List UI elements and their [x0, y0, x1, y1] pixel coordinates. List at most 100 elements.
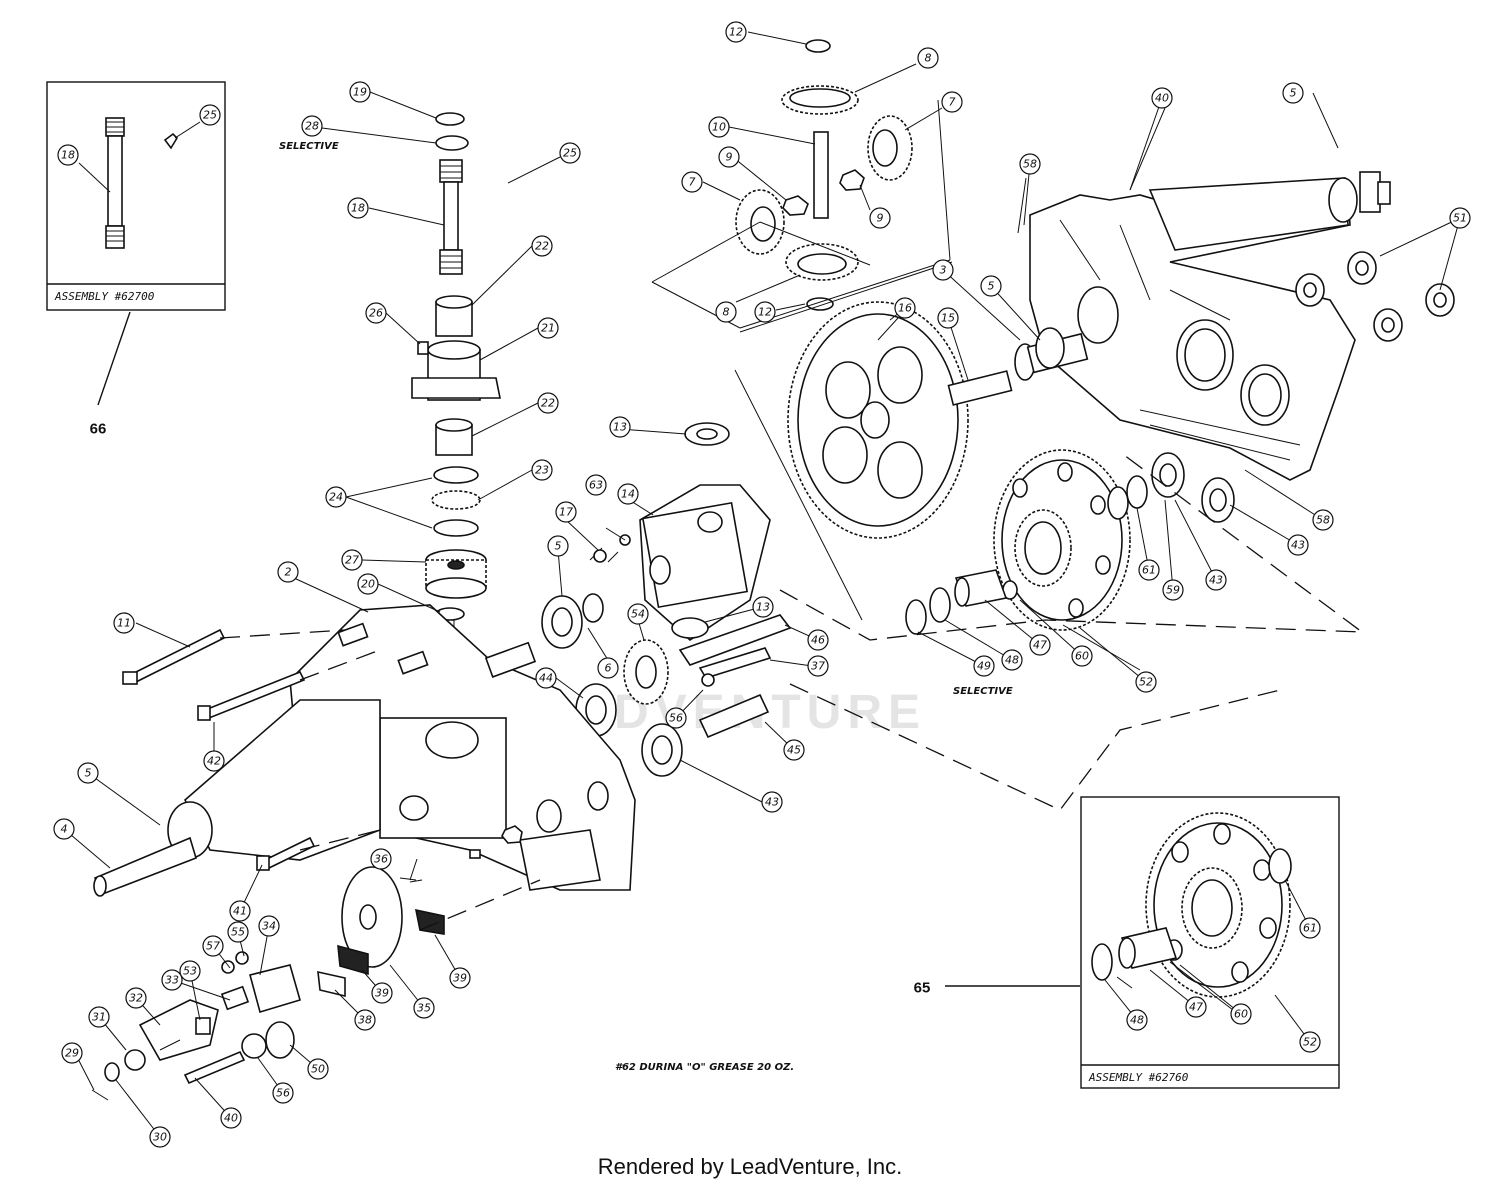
inset-assembly-62700: ASSEMBLY #62700 [46, 81, 226, 406]
callout-50: 50 [307, 1058, 329, 1080]
svg-text:18: 18 [351, 202, 365, 215]
svg-text:49: 49 [977, 660, 991, 673]
callout-52-a: 52 [1135, 671, 1157, 693]
callout-18-a: 18 [57, 144, 79, 166]
callout-56-b: 56 [272, 1082, 294, 1104]
ref-66: 66 [90, 421, 107, 438]
svg-text:6: 6 [605, 662, 612, 675]
callout-38: 38 [354, 1009, 376, 1031]
callout-6: 6 [597, 657, 619, 679]
svg-text:55: 55 [231, 926, 245, 939]
callout-55: 55 [227, 921, 249, 943]
svg-text:30: 30 [153, 1131, 167, 1144]
differential-gears [651, 39, 951, 329]
callout-5-b: 5 [980, 275, 1002, 297]
svg-text:40: 40 [224, 1112, 238, 1125]
svg-text:56: 56 [276, 1087, 290, 1100]
callout-39-b: 39 [371, 982, 393, 1004]
callout-43-a: 43 [1205, 569, 1227, 591]
note-grease: #62 DURINA "O" GREASE 20 OZ. [615, 1062, 794, 1073]
callout-58-b: 58 [1312, 509, 1334, 531]
svg-text:31: 31 [92, 1011, 106, 1024]
svg-text:42: 42 [207, 755, 221, 768]
callout-23: 23 [531, 459, 553, 481]
callout-48-b: 48 [1126, 1009, 1148, 1031]
callout-53: 53 [179, 960, 201, 982]
callout-22-b: 22 [537, 392, 559, 414]
callout-7-a: 7 [941, 91, 963, 113]
callout-17: 17 [555, 501, 577, 523]
svg-text:28: 28 [305, 120, 319, 133]
callout-27: 27 [341, 549, 363, 571]
callout-25-a: 25 [199, 104, 221, 126]
svg-text:47: 47 [1189, 1001, 1203, 1014]
callout-63: 63 [585, 474, 607, 496]
svg-text:10: 10 [712, 121, 726, 134]
svg-text:41: 41 [233, 905, 247, 918]
callout-35: 35 [413, 997, 435, 1019]
callout-39-a: 39 [449, 967, 471, 989]
callout-28: 28 [301, 115, 323, 137]
svg-text:29: 29 [65, 1047, 79, 1060]
footer-credit: Rendered by LeadVenture, Inc. [597, 1154, 903, 1179]
callout-4: 4 [53, 818, 75, 840]
callout-59: 59 [1162, 579, 1184, 601]
callout-33: 33 [161, 969, 183, 991]
note-selective-upper: SELECTIVE [279, 141, 339, 152]
callout-46: 46 [807, 629, 829, 651]
inset-assembly-62760: ASSEMBLY #62760 [945, 796, 1340, 1089]
svg-text:47: 47 [1033, 639, 1047, 652]
svg-text:48: 48 [1005, 654, 1019, 667]
callout-44: 44 [535, 667, 557, 689]
svg-text:20: 20 [361, 578, 375, 591]
svg-text:15: 15 [941, 312, 955, 325]
svg-text:14: 14 [621, 488, 635, 501]
svg-text:5: 5 [988, 280, 995, 293]
input-shaft-stack [411, 112, 501, 740]
svg-text:4: 4 [61, 823, 68, 836]
svg-text:3: 3 [940, 264, 947, 277]
svg-text:12: 12 [758, 306, 772, 319]
callout-42: 42 [203, 750, 225, 772]
svg-text:54: 54 [631, 608, 645, 621]
nuts-51 [1295, 251, 1455, 342]
svg-text:8: 8 [925, 52, 932, 65]
callout-5-d: 5 [77, 762, 99, 784]
callout-12-b: 12 [754, 301, 776, 323]
svg-text:2: 2 [285, 566, 292, 579]
callout-58-a: 58 [1019, 153, 1041, 175]
svg-text:39: 39 [375, 987, 389, 1000]
callout-8-a: 8 [917, 47, 939, 69]
svg-text:25: 25 [203, 109, 217, 122]
svg-text:23: 23 [535, 464, 549, 477]
callout-45: 45 [783, 739, 805, 761]
callout-22-a: 22 [531, 235, 553, 257]
mid-case-14 [541, 422, 792, 777]
left-housing [93, 604, 636, 897]
svg-text:37: 37 [811, 660, 825, 673]
svg-text:40: 40 [1155, 92, 1169, 105]
assembly-guide-lines [219, 261, 1365, 931]
callout-21: 21 [537, 317, 559, 339]
svg-text:59: 59 [1166, 584, 1180, 597]
svg-text:36: 36 [374, 853, 388, 866]
svg-text:34: 34 [262, 920, 276, 933]
callout-61-a: 61 [1138, 559, 1160, 581]
callout-41: 41 [229, 900, 251, 922]
callout-7-b: 7 [681, 171, 703, 193]
callout-30: 30 [149, 1126, 171, 1148]
svg-text:9: 9 [726, 151, 733, 164]
callout-10: 10 [708, 116, 730, 138]
callout-31: 31 [88, 1006, 110, 1028]
callout-29: 29 [61, 1042, 83, 1064]
svg-text:51: 51 [1453, 212, 1467, 225]
callout-56-a: 56 [665, 707, 687, 729]
svg-text:19: 19 [353, 86, 367, 99]
svg-text:60: 60 [1234, 1008, 1248, 1021]
callout-40: 40 [220, 1107, 242, 1129]
callout-36: 36 [370, 848, 392, 870]
callout-43-b: 43 [1287, 534, 1309, 556]
callout-54: 54 [627, 603, 649, 625]
svg-text:13: 13 [756, 601, 770, 614]
